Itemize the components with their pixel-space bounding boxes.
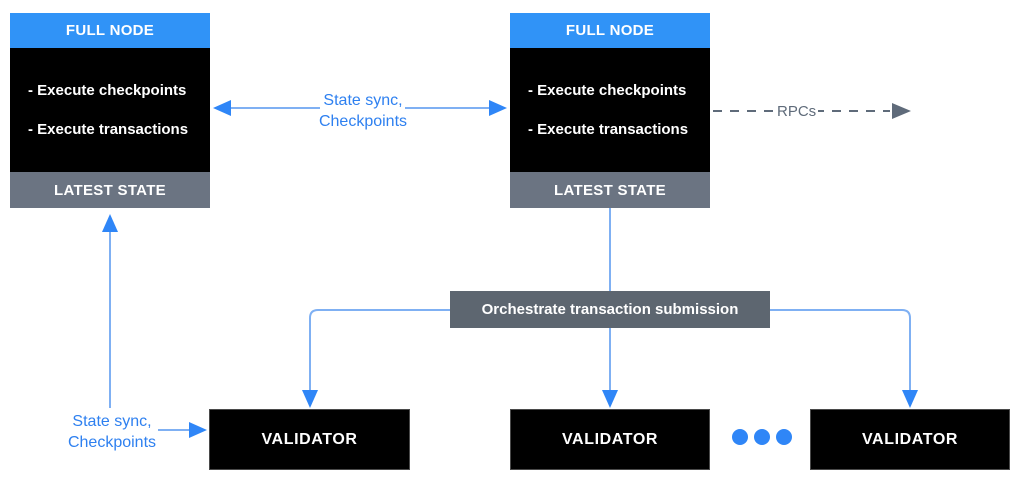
full-node-1-body: - Execute checkpoints - Execute transact… (10, 48, 210, 172)
orchestrator-right-branch (770, 309, 918, 408)
full-node-1: FULL NODE - Execute checkpoints - Execut… (10, 13, 210, 208)
orchestrator-center-branch (602, 328, 618, 408)
full-node-1-item-transactions: - Execute transactions (28, 121, 189, 138)
state-sync-top-label: State sync, Checkpoints (283, 90, 443, 132)
state-sync-up-arrow (102, 214, 118, 408)
state-sync-bottom-line2: Checkpoints (67, 434, 157, 451)
validator-1: VALIDATOR (209, 409, 410, 470)
state-sync-top-line2: Checkpoints (318, 113, 408, 130)
ellipsis-dots (732, 429, 792, 445)
full-node-2: FULL NODE - Execute checkpoints - Execut… (510, 13, 710, 208)
orchestrator-box: Orchestrate transaction submission (450, 291, 770, 328)
full-node-2-footer: LATEST STATE (510, 172, 710, 208)
state-sync-bottom-label: State sync, Checkpoints (32, 411, 192, 453)
rpcs-label: RPCs (775, 103, 819, 120)
full-node-2-title: FULL NODE (510, 13, 710, 48)
full-node-2-item-checkpoints: - Execute checkpoints (528, 82, 687, 99)
orchestrator-left-branch (302, 309, 450, 408)
full-node-2-item-transactions: - Execute transactions (528, 121, 689, 138)
full-node-1-item-checkpoints: - Execute checkpoints (28, 82, 187, 99)
state-sync-top-line1: State sync, (323, 92, 403, 109)
full-node-1-footer: LATEST STATE (10, 172, 210, 208)
full-node-2-body: - Execute checkpoints - Execute transact… (510, 48, 710, 172)
validator-2: VALIDATOR (510, 409, 710, 470)
state-sync-bottom-line1: State sync, (72, 413, 152, 430)
validator-3: VALIDATOR (810, 409, 1010, 470)
full-node-1-title: FULL NODE (10, 13, 210, 48)
